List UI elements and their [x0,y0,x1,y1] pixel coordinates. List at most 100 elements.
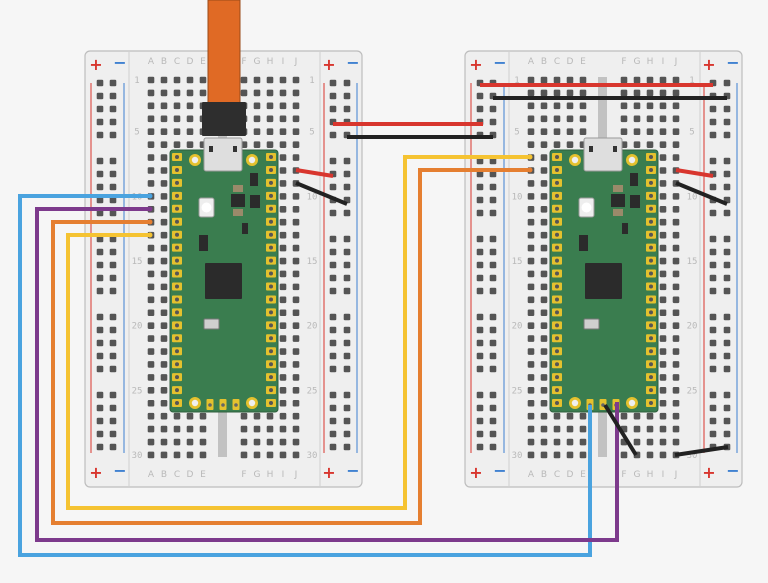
breadboard-hole[interactable] [540,218,548,226]
breadboard-hole[interactable] [659,296,667,304]
breadboard-hole[interactable] [540,438,548,446]
breadboard-hole[interactable] [147,374,155,381]
breadboard-hole[interactable] [186,128,194,136]
breadboard-hole[interactable] [279,102,287,110]
breadboard-hole[interactable] [646,102,654,110]
breadboard-hole[interactable] [672,244,680,252]
rail-hole[interactable] [343,79,351,87]
rail-hole[interactable] [96,248,104,256]
breadboard-hole[interactable] [173,89,181,97]
rail-hole[interactable] [109,287,117,295]
rail-hole[interactable] [343,417,351,425]
breadboard-hole[interactable] [292,361,300,368]
rail-hole[interactable] [343,248,351,256]
jumper-red[interactable] [675,168,714,178]
breadboard-hole[interactable] [186,76,194,84]
breadboard-hole[interactable] [553,451,561,459]
breadboard-hole[interactable] [659,128,667,136]
breadboard-hole[interactable] [579,425,587,433]
breadboard-hole[interactable] [579,412,587,420]
rail-hole[interactable] [329,92,337,100]
breadboard-hole[interactable] [160,283,168,291]
breadboard-hole[interactable] [659,154,667,161]
breadboard-hole[interactable] [672,361,680,368]
rail-hole[interactable] [489,326,497,334]
rail-hole[interactable] [476,365,484,373]
breadboard-hole[interactable] [266,76,274,84]
rail-hole[interactable] [96,131,104,139]
breadboard-hole[interactable] [253,115,261,123]
breadboard-hole[interactable] [527,451,535,459]
rail-hole[interactable] [329,287,337,295]
breadboard-hole[interactable] [540,76,548,84]
jumper-black[interactable] [603,403,638,457]
breadboard-hole[interactable] [160,451,168,459]
rail-hole[interactable] [109,79,117,87]
breadboard-hole[interactable] [672,438,680,446]
breadboard-hole[interactable] [147,270,155,278]
breadboard-hole[interactable] [160,167,168,174]
rail-hole[interactable] [109,131,117,139]
rail-hole[interactable] [489,170,497,178]
breadboard-hole[interactable] [292,322,300,329]
breadboard-hole[interactable] [173,451,181,459]
breadboard-hole[interactable] [147,399,155,407]
breadboard-hole[interactable] [553,412,561,420]
breadboard-hole[interactable] [147,115,155,123]
rail-hole[interactable] [489,261,497,269]
breadboard-hole[interactable] [566,425,574,433]
breadboard-hole[interactable] [292,374,300,381]
breadboard-hole[interactable] [540,283,548,291]
wire-orange[interactable] [51,168,530,525]
breadboard-hole[interactable] [646,89,654,97]
breadboard-hole[interactable] [160,257,168,265]
rail-hole[interactable] [109,196,117,204]
breadboard-hole[interactable] [672,283,680,291]
breadboard-hole[interactable] [147,425,155,433]
breadboard-hole[interactable] [266,438,274,446]
rail-hole[interactable] [489,352,497,360]
breadboard-hole[interactable] [279,296,287,304]
breadboard-hole[interactable] [292,387,300,394]
breadboard-hole[interactable] [279,348,287,355]
rail-hole[interactable] [96,209,104,217]
rail-hole[interactable] [489,235,497,243]
breadboard-hole[interactable] [659,451,667,459]
breadboard-hole[interactable] [579,76,587,84]
breadboard-hole[interactable] [553,425,561,433]
rail-hole[interactable] [723,365,731,373]
wire-blue[interactable] [18,194,592,557]
breadboard-hole[interactable] [160,335,168,342]
rail-hole[interactable] [723,326,731,334]
rail-hole[interactable] [723,261,731,269]
rail-hole[interactable] [109,404,117,412]
breadboard-hole[interactable] [659,206,667,213]
breadboard-hole[interactable] [527,102,535,110]
breadboard-hole[interactable] [240,425,248,433]
rail-hole[interactable] [709,248,717,256]
breadboard-hole[interactable] [173,438,181,446]
rail-hole[interactable] [109,352,117,360]
breadboard-hole[interactable] [659,141,667,148]
breadboard-hole[interactable] [659,76,667,84]
breadboard-hole[interactable] [279,141,287,148]
breadboard-hole[interactable] [186,89,194,97]
rail-hole[interactable] [343,365,351,373]
breadboard-hole[interactable] [672,193,680,200]
breadboard-hole[interactable] [279,374,287,381]
breadboard-hole[interactable] [527,76,535,84]
breadboard-hole[interactable] [147,141,155,148]
breadboard-hole[interactable] [266,89,274,97]
rail-hole[interactable] [343,274,351,282]
breadboard-hole[interactable] [160,193,168,200]
rail-hole[interactable] [96,326,104,334]
breadboard-hole[interactable] [527,296,535,304]
breadboard-hole[interactable] [292,257,300,265]
rail-hole[interactable] [709,339,717,347]
breadboard-hole[interactable] [279,309,287,317]
breadboard-hole[interactable] [147,451,155,459]
rail-hole[interactable] [96,443,104,451]
rail-hole[interactable] [709,157,717,165]
rail-hole[interactable] [476,326,484,334]
breadboard-hole[interactable] [147,76,155,84]
